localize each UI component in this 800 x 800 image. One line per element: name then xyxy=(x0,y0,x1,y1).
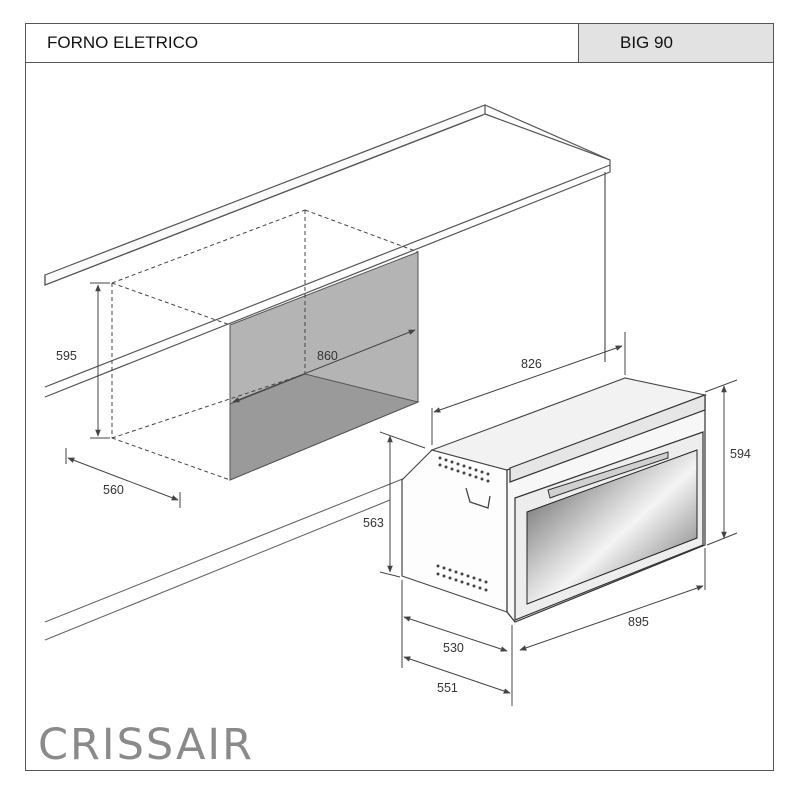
oven-height-label: 594 xyxy=(730,447,751,461)
oven-body-depth-label: 530 xyxy=(443,641,464,655)
niche-depth-label: 560 xyxy=(103,483,124,497)
oven-vent-top xyxy=(438,456,490,483)
niche-cutout xyxy=(111,209,420,481)
niche-width-label: 860 xyxy=(317,349,338,363)
oven-vent-bottom xyxy=(436,564,488,592)
floor-lines xyxy=(44,467,431,641)
oven-door-glass xyxy=(526,449,698,605)
brand-logo: CRISSAIR xyxy=(38,720,254,770)
niche-height-label: 595 xyxy=(56,349,77,363)
logo-text-criss: CRISS xyxy=(38,720,176,770)
oven-dimension-lines xyxy=(379,332,738,706)
oven-width-top-label: 826 xyxy=(521,357,542,371)
oven-front-width-label: 895 xyxy=(628,615,649,629)
door-handle-icon xyxy=(547,451,669,499)
model-label: BIG 90 xyxy=(579,24,773,62)
logo-text-air: AIR xyxy=(175,720,254,770)
side-handle-icon xyxy=(465,487,491,509)
oven-total-depth-label: 551 xyxy=(437,681,458,695)
title-block: FORNO ELETRICO BIG 90 xyxy=(25,23,774,63)
countertop xyxy=(44,104,611,398)
niche-dimension-lines xyxy=(65,282,416,508)
oven-body-height-label: 563 xyxy=(363,516,384,530)
product-type-label: FORNO ELETRICO xyxy=(26,24,579,62)
